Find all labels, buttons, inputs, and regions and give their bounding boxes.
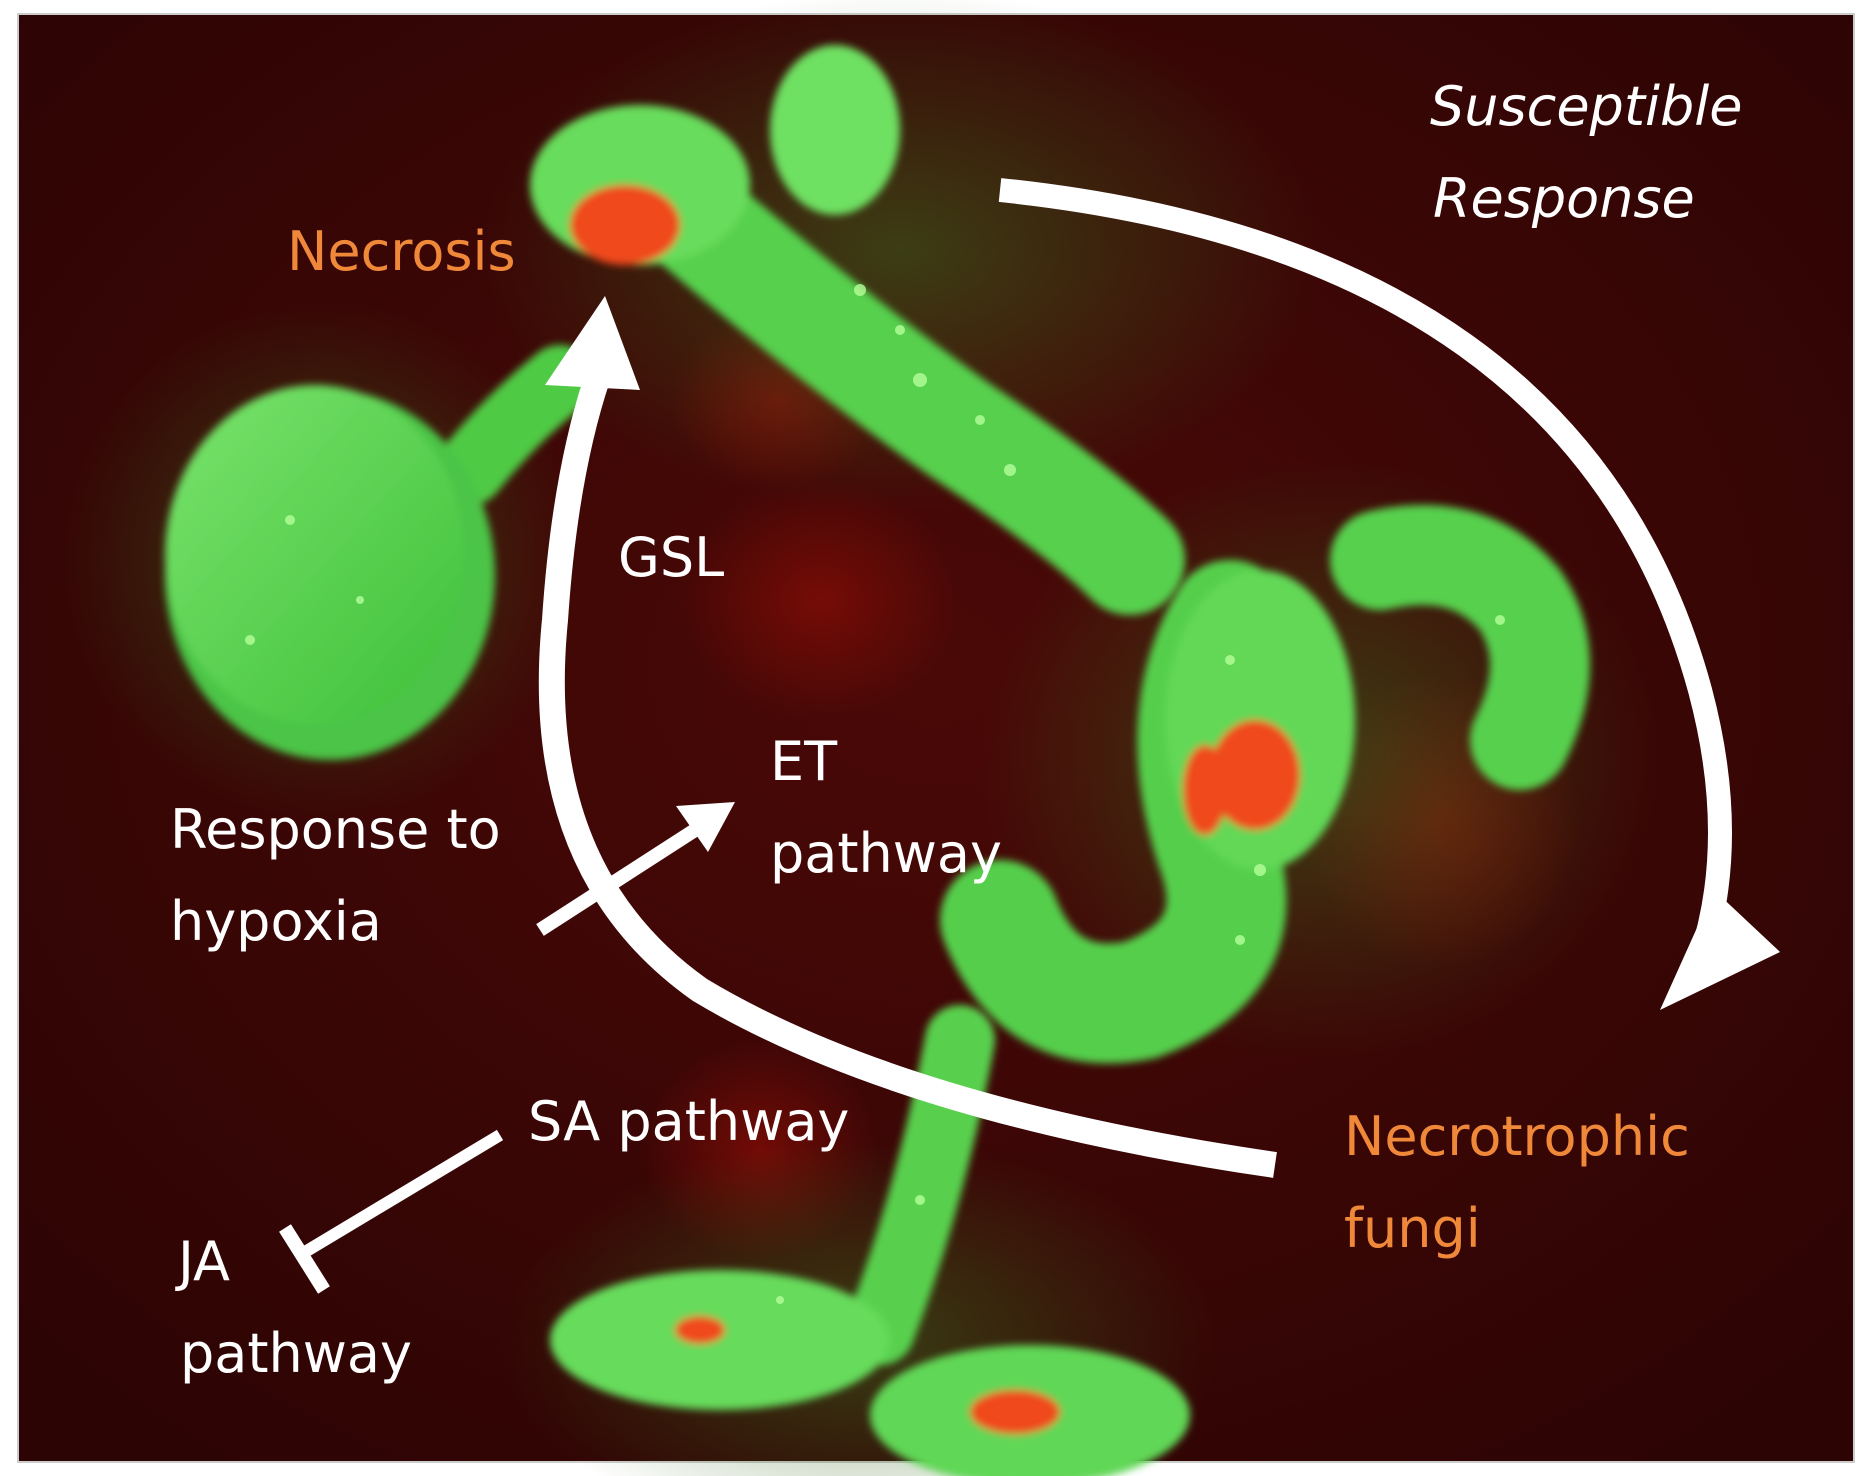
arrows-layer — [279, 178, 1780, 1294]
gsl-arc-arrowhead — [545, 296, 640, 390]
susceptible-arrow — [998, 178, 1732, 964]
gsl-arc-arrow — [538, 365, 1277, 1178]
sa-label: SA pathway — [528, 1090, 849, 1153]
et-label-line1: ET — [770, 730, 838, 793]
seedling-left — [165, 345, 595, 760]
et-label-line2: pathway — [770, 822, 1002, 885]
necrosis-label: Necrosis — [287, 220, 516, 283]
gsl-label: GSL — [618, 526, 724, 589]
title-line2: Response — [1433, 167, 1695, 230]
susceptible-arrowhead — [1660, 890, 1780, 1010]
seedling-right — [940, 505, 1590, 1064]
fungi-label-line2: fungi — [1344, 1197, 1481, 1260]
labels-layer: Susceptible Response Necrosis GSL ET pat… — [170, 75, 1743, 1385]
fungi-label-line1: Necrotrophic — [1344, 1105, 1690, 1168]
hypoxia-label-line1: Response to — [170, 798, 501, 861]
seedling-bottom — [550, 1005, 1190, 1476]
sa-ja-inhibition-line — [296, 1129, 504, 1261]
seedling-top — [530, 45, 1185, 615]
ja-label-line1: JA — [175, 1230, 230, 1293]
ja-label-line2: pathway — [180, 1322, 412, 1385]
hypoxia-et-arrowhead — [676, 802, 735, 852]
hypoxia-et-arrow — [536, 824, 699, 936]
hypoxia-label-line2: hypoxia — [170, 890, 382, 953]
sa-ja-inhibition-bar — [279, 1224, 330, 1294]
title-line1: Susceptible — [1430, 75, 1743, 138]
